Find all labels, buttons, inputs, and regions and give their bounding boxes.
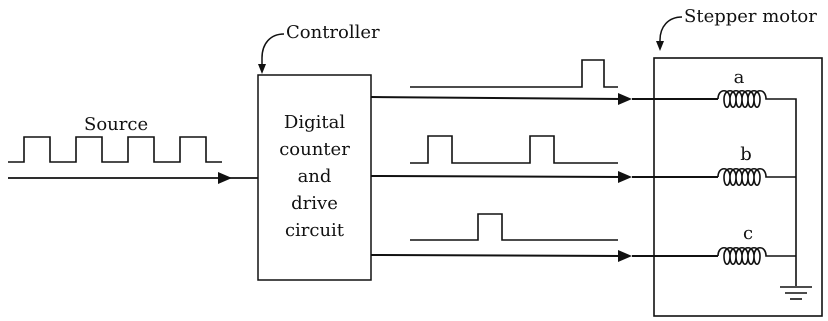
coil-c — [717, 246, 768, 266]
coil-a-label: a — [734, 67, 745, 88]
controller-text-line-3: and — [298, 166, 332, 187]
output-line-b — [370, 175, 623, 178]
coil-a — [717, 89, 768, 109]
coil-b-label: b — [740, 144, 752, 165]
controller-text-line-2: counter — [279, 139, 350, 160]
controller-text-line-4: drive — [291, 193, 338, 214]
source-pulse-train — [8, 136, 222, 163]
phase-b-waveform — [410, 135, 618, 164]
controller-label: Controller — [286, 22, 380, 43]
controller-pointer-arrowhead — [258, 64, 266, 74]
phase-c-waveform — [410, 213, 618, 241]
coil-b — [717, 167, 768, 187]
ground-icon — [780, 286, 812, 300]
output-arrowhead-c — [618, 250, 632, 262]
source-label: Source — [84, 114, 148, 135]
phase-a-waveform — [410, 59, 618, 88]
stepper-motor-pointer — [659, 16, 683, 46]
controller-text-line-1: Digital — [284, 112, 345, 133]
output-line-a — [370, 96, 623, 100]
stepper-motor-pointer-arrowhead — [656, 41, 664, 51]
stepper-motor-box — [653, 57, 823, 317]
coil-a-return — [768, 98, 797, 286]
output-arrowhead-b — [618, 171, 632, 183]
output-arrowhead-a — [618, 93, 632, 105]
stepper-motor-label: Stepper motor — [684, 6, 817, 27]
controller-box — [257, 74, 372, 281]
controller-pointer — [261, 33, 285, 70]
coil-c-label: c — [743, 223, 753, 244]
output-line-c — [370, 254, 623, 257]
controller-text-line-5: circuit — [285, 220, 345, 241]
